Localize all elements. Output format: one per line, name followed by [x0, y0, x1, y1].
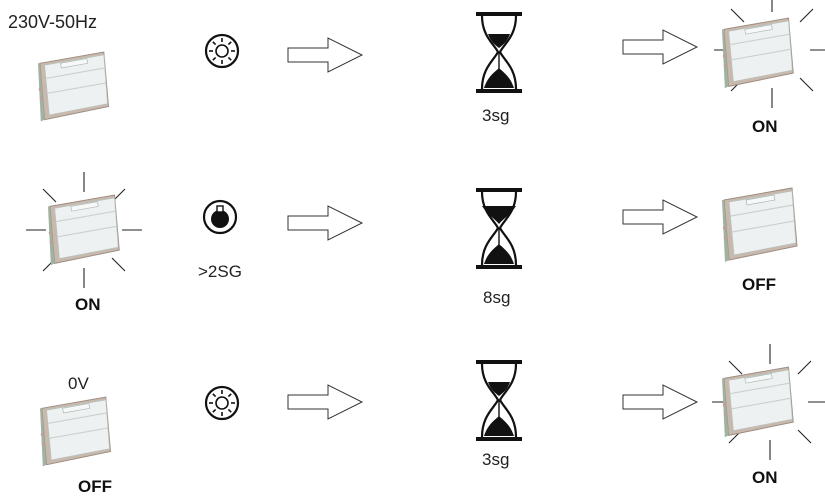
row-2-start-state: ON [75, 295, 101, 314]
row-2-start-device-on [25, 171, 143, 289]
row-3-end-device-on [711, 343, 825, 461]
row-3-timer-label: 3sg [482, 450, 510, 469]
row-2-timer-label: 8sg [483, 288, 511, 307]
row-2-end-label: OFF [742, 275, 776, 294]
row-2-hourglass-icon [474, 186, 524, 271]
row-3-start-label: 0V [68, 374, 89, 393]
row-1-hourglass-icon [476, 12, 522, 93]
row-3-sun-icon [204, 385, 240, 421]
row-1-arrow-2 [622, 29, 698, 65]
row-2-control-label: >2SG [198, 262, 242, 281]
row-3-end-label: ON [752, 468, 778, 487]
row-1-end-device-on [713, 0, 825, 109]
row-2-bulb-icon [202, 199, 238, 235]
row-3-start-state: OFF [78, 477, 112, 496]
row-1-sun-icon [204, 33, 240, 69]
row-2-arrow-2 [622, 199, 698, 235]
row-3-start-device [39, 396, 112, 468]
row-3-hourglass-icon [476, 360, 522, 441]
row-1-end-label: ON [752, 117, 778, 136]
row-1-start-label: 230V-50Hz [8, 12, 98, 32]
row-2-end-device-off [721, 187, 798, 263]
row-3-arrow-1 [287, 384, 363, 420]
row-1-timer-label: 3sg [482, 106, 510, 125]
row-1-start-device [37, 51, 110, 123]
row-1-arrow-1 [287, 37, 363, 73]
row-3-arrow-2 [622, 384, 698, 420]
row-2-arrow-1 [287, 205, 363, 241]
